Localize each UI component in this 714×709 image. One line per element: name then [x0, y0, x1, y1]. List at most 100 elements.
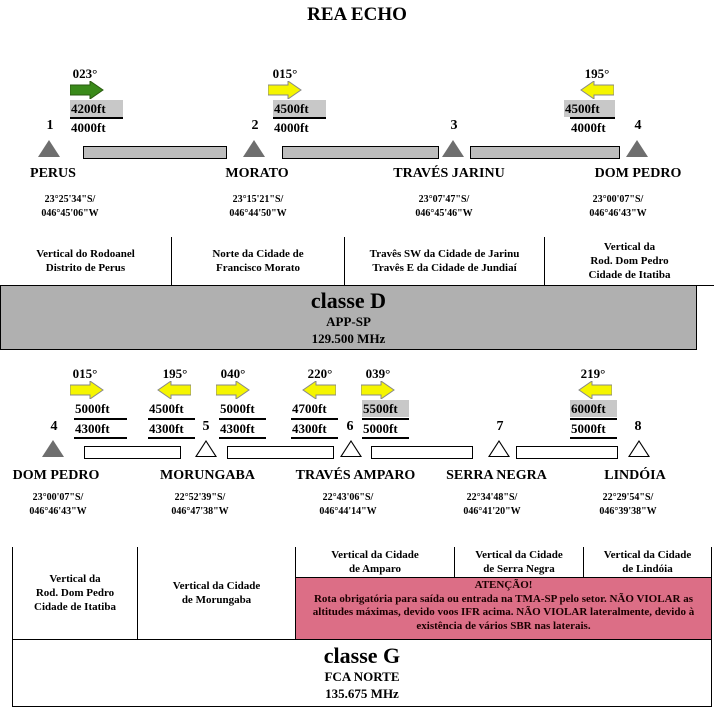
- waypoint-coordinates: 23°25'34"S/046°45'06"W: [41, 194, 99, 219]
- yellow-right-arrow-icon: [216, 381, 250, 399]
- waypoint-name: TRAVÉS JARINU: [393, 166, 505, 181]
- leg-heading: 219°: [580, 366, 606, 381]
- waypoint-coordinates: 22°52'39"S/046°47'38"W: [171, 492, 229, 517]
- min-altitude: 4000ft: [570, 117, 615, 136]
- waypoint-triangle-icon: [42, 440, 64, 457]
- leg-heading: 039°: [365, 366, 391, 381]
- waypoint-description: Norte da Cidade de Francisco Morato: [171, 237, 345, 286]
- waypoint-number: 1: [46, 118, 54, 133]
- waypoint-description: Vertical da Cidade de Lindóia: [583, 547, 712, 578]
- alert-text: Rota obrigatória para saída ou entrada n…: [312, 592, 695, 632]
- yellow-left-arrow-icon: [578, 381, 612, 399]
- atc-unit: FCA NORTE: [324, 669, 400, 684]
- waypoint-number: 6: [346, 419, 354, 434]
- waypoint-name: PERUS: [30, 166, 76, 181]
- frequency: 129.500 MHz: [311, 331, 386, 346]
- leg-heading: 015°: [72, 366, 98, 381]
- waypoint-number: 3: [450, 118, 458, 133]
- waypoint-coordinates: 23°00'07"S/046°46'43"W: [589, 194, 647, 219]
- waypoint-description: Vertical da Rod. Dom Pedro Cidade de Ita…: [544, 237, 714, 286]
- waypoint-name: MORATO: [225, 166, 289, 181]
- waypoint-triangle-icon: [626, 140, 648, 157]
- leg-heading: 023°: [72, 66, 98, 81]
- waypoint-coordinates: 23°15'21"S/046°44'50"W: [229, 194, 287, 219]
- waypoint-triangle-icon: [442, 140, 464, 157]
- max-altitude: 4500ft: [149, 401, 184, 416]
- waypoint-triangle-icon: [488, 440, 510, 457]
- waypoint-triangle-icon: [340, 440, 362, 457]
- diagram-title: REA ECHO: [307, 4, 407, 25]
- max-altitude: 4500ft: [564, 100, 615, 117]
- yellow-left-arrow-icon: [302, 381, 336, 399]
- max-altitude: 5000ft: [75, 401, 110, 416]
- leg-heading: 220°: [307, 366, 333, 381]
- min-altitude: 4300ft: [219, 418, 266, 439]
- waypoint-number: 2: [251, 118, 259, 133]
- min-altitude: 4000ft: [70, 117, 123, 136]
- route-segment: [516, 446, 618, 459]
- leg-heading: 015°: [272, 66, 298, 81]
- waypoint-name: MORUNGABA: [160, 468, 255, 483]
- min-altitude: 4300ft: [291, 418, 338, 439]
- airspace-class-label: classe D: [310, 288, 387, 313]
- waypoint-description: Vertical da Cidade de Morungaba: [137, 547, 296, 640]
- min-altitude: 4300ft: [148, 418, 195, 439]
- waypoint-description: Vertical da Cidade de Amparo: [295, 547, 455, 578]
- max-altitude: 5500ft: [362, 400, 409, 417]
- route-segment: [470, 146, 620, 159]
- yellow-right-arrow-icon: [361, 381, 395, 399]
- waypoint-description: Vertical do Rodoanel Distrito de Perus: [0, 237, 172, 286]
- waypoint-triangle-icon: [628, 440, 650, 457]
- waypoint-name: DOM PEDRO: [594, 166, 682, 181]
- route-segment: [84, 446, 181, 459]
- waypoint-number: 4: [634, 118, 642, 133]
- waypoint-coordinates: 22°34'48"S/046°41'20"W: [463, 492, 521, 517]
- min-altitude: 5000ft: [362, 418, 409, 439]
- max-altitude: 6000ft: [570, 400, 617, 417]
- yellow-left-arrow-icon: [157, 381, 191, 399]
- waypoint-number: 8: [634, 419, 642, 434]
- route-segment: [371, 446, 473, 459]
- max-altitude: 5000ft: [220, 401, 255, 416]
- waypoint-triangle-icon: [195, 440, 217, 457]
- waypoint-name: SERRA NEGRA: [446, 468, 547, 483]
- waypoint-coordinates: 22°29'54"S/046°39'38"W: [599, 492, 657, 517]
- max-altitude: 4500ft: [273, 100, 326, 117]
- yellow-right-arrow-icon: [70, 381, 104, 399]
- leg-heading: 040°: [220, 366, 246, 381]
- restriction-alert-box: ATENÇÃO! Rota obrigatória para saída ou …: [295, 577, 712, 640]
- leg-heading: 195°: [162, 366, 188, 381]
- waypoint-coordinates: 23°00'07"S/046°46'43"W: [29, 492, 87, 517]
- waypoint-number: 7: [496, 419, 504, 434]
- route-segment: [227, 446, 334, 459]
- min-altitude: 4300ft: [74, 418, 127, 439]
- yellow-left-arrow-icon: [580, 81, 614, 99]
- airspace-class-d-band: classe D APP-SP 129.500 MHz: [0, 285, 697, 350]
- leg-heading: 195°: [584, 66, 610, 81]
- max-altitude: 4700ft: [292, 401, 327, 416]
- min-altitude: 5000ft: [570, 418, 617, 439]
- waypoint-name: DOM PEDRO: [12, 468, 100, 483]
- alert-title: ATENÇÃO!: [474, 579, 533, 591]
- max-altitude: 4200ft: [70, 100, 123, 117]
- waypoint-triangle-icon: [243, 140, 265, 157]
- waypoint-number: 4: [50, 419, 58, 434]
- waypoint-name: LINDÓIA: [604, 468, 666, 483]
- min-altitude: 4000ft: [273, 117, 326, 136]
- airspace-class-label: classe G: [323, 643, 401, 668]
- yellow-right-arrow-icon: [268, 81, 302, 99]
- waypoint-triangle-icon: [38, 140, 60, 157]
- green-right-arrow-icon: [70, 81, 104, 99]
- waypoint-coordinates: 22°43'06"S/046°44'14"W: [319, 492, 377, 517]
- waypoint-description: Vertical da Cidade de Serra Negra: [454, 547, 584, 578]
- waypoint-description: Travês SW da Cidade de Jarinu Travês E d…: [344, 237, 545, 286]
- waypoint-description: Vertical da Rod. Dom Pedro Cidade de Ita…: [12, 547, 138, 640]
- waypoint-number: 5: [202, 419, 210, 434]
- route-segment: [83, 146, 227, 159]
- waypoint-coordinates: 23°07'47"S/046°45'46"W: [415, 194, 473, 219]
- route-segment: [282, 146, 439, 159]
- atc-unit: APP-SP: [326, 314, 371, 329]
- frequency: 135.675 MHz: [325, 686, 399, 701]
- airspace-class-g-band: classe G FCA NORTE 135.675 MHz: [12, 639, 712, 707]
- waypoint-name: TRAVÉS AMPARO: [295, 468, 416, 483]
